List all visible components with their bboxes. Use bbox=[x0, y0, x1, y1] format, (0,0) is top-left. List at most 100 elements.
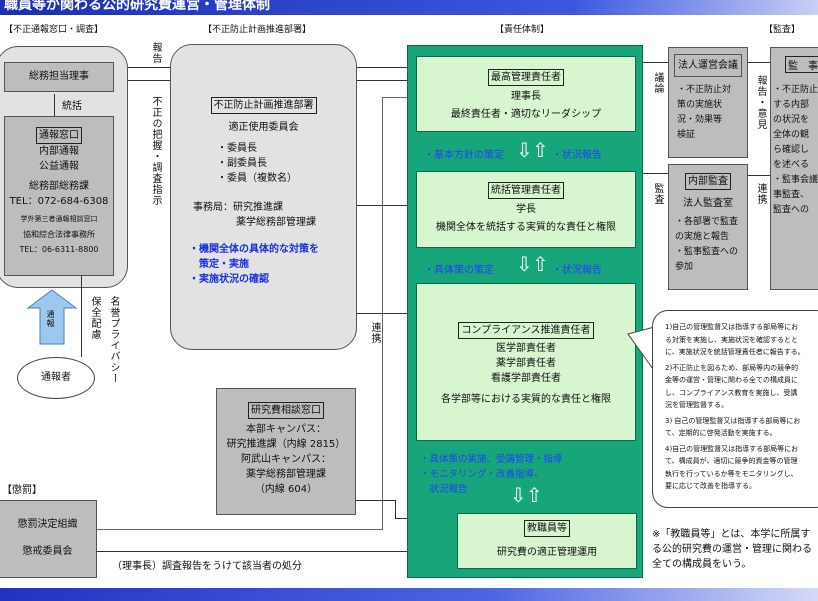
section-penalty: 【懲罰】 bbox=[2, 485, 42, 496]
general-affairs-director: 総務担当理事 bbox=[4, 62, 114, 92]
flow-label: ・具体策の実施、受講管理・指導 bbox=[420, 454, 563, 465]
callout-line: 金等の運営・管理に関わる全ての構成員に bbox=[665, 376, 798, 384]
label-audit: 監査 bbox=[652, 183, 663, 205]
section-responsibility: 【責任体制】 bbox=[495, 25, 550, 35]
action: 策定・実施 bbox=[189, 259, 249, 270]
internal-audit-title: 内部監査 bbox=[685, 173, 731, 190]
consult-title: 研究費相談窓口 bbox=[248, 402, 324, 419]
auditor-box: 監 事 ・不正防止 する内部 の状況を 全体の観 ら確認し を述べる ・監事会議… bbox=[770, 47, 818, 290]
penalty-box: 懲罰決定組織 懲戒委員会 bbox=[0, 500, 97, 578]
council-desc: ・不正防止対 bbox=[677, 85, 732, 95]
label-privacy2: 名誉プライバシー bbox=[108, 296, 119, 384]
label-supervise: 統括 bbox=[62, 101, 82, 112]
auditor-desc: の状況を bbox=[773, 115, 810, 125]
section-prevention: 【不正防止計画推進部署】 bbox=[203, 25, 312, 35]
connector bbox=[643, 173, 668, 174]
council-desc: 検証 bbox=[677, 130, 696, 140]
compliance-title: コンプライアンス推進責任者 bbox=[458, 322, 594, 339]
general-manager-title: 統括管理責任者 bbox=[488, 182, 564, 199]
council-box: 法人運営会議 ・不正防止対 策の実施状 況・効果等 検証 bbox=[668, 47, 748, 158]
compliance-manager-box: コンプライアンス推進責任者 医学部責任者 薬学部責任者 看護学部責任者 各学部等… bbox=[416, 283, 636, 441]
up-arrow-icon: ⇧ bbox=[532, 138, 549, 162]
callout-box: 1)自己の管理監督又は指導する部局等にお る対策を実施し、実施状況を確認するとと… bbox=[652, 310, 818, 508]
internal-audit-desc: の実施と報告 bbox=[675, 232, 730, 242]
compliance-name: 医学部責任者 bbox=[496, 343, 556, 354]
section-audit: 【監査】 bbox=[764, 25, 801, 35]
council-desc: 況・効果等 bbox=[677, 115, 723, 125]
third-party: 学外第三者通報相談窓口 bbox=[20, 215, 98, 223]
member: ・委員長 bbox=[217, 143, 257, 154]
label-discuss: 議論 bbox=[652, 72, 663, 94]
callout-line: 4)自己の管理監督又は指導する部局等にお bbox=[665, 444, 799, 453]
connector bbox=[357, 313, 407, 314]
dept: 総務部総務課 bbox=[29, 181, 89, 192]
office: 事務局：研究推進課 bbox=[193, 202, 283, 213]
action: ・実施状況の確認 bbox=[189, 274, 269, 285]
callout-line: る対策を実施し、実施状況を確認するとと bbox=[665, 335, 798, 344]
footnote: ※「教職員等」とは、本学に所属す る公的研究費の運営・管理に関わる 全ての構成員… bbox=[652, 527, 812, 572]
callout-line: 1)自己の管理監督又は指導する部局等にお bbox=[665, 323, 799, 331]
up-arrow-icon: ⇧ bbox=[532, 252, 549, 276]
down-arrow-icon: ⇩ bbox=[516, 138, 533, 162]
connector bbox=[748, 175, 770, 176]
top-manager-box: 最高管理責任者 理事長 最終責任者・適切なリーダシップ bbox=[416, 56, 636, 132]
penalty-org: 懲罰決定組織 bbox=[17, 519, 78, 530]
internal-report: 内部通報 bbox=[39, 146, 79, 157]
auditor-desc: する内部 bbox=[773, 100, 810, 110]
internal-audit-desc: ・各部署で監査 bbox=[675, 217, 739, 227]
flow3-labels: ・具体策の実施、受講管理・指導 ・モニタリング・改善指導、 状況報告 bbox=[420, 452, 563, 497]
flow-label: 状況報告 bbox=[420, 484, 468, 495]
compliance-name: 薬学部責任者 bbox=[496, 358, 556, 369]
connector bbox=[382, 97, 407, 98]
label-privacy: 保全配慮 bbox=[89, 296, 100, 340]
footnote-line: ※「教職員等」とは、本学に所属す bbox=[652, 529, 811, 540]
up-arrow-icon: ⇧ bbox=[526, 483, 543, 507]
tel: TEL：072-684-6308 bbox=[9, 196, 109, 207]
general-manager-name: 学長 bbox=[516, 204, 536, 215]
report-window-title: 通報窓口 bbox=[36, 127, 82, 144]
flow-up-label: ・状況報告 bbox=[552, 150, 602, 161]
penalty-committee: 懲戒委員会 bbox=[22, 546, 73, 557]
internal-audit-desc: ・監事監査への bbox=[675, 247, 739, 257]
council-title: 法人運営会議 bbox=[674, 54, 742, 77]
office2: 薬学総務部管理課 bbox=[236, 217, 316, 228]
callout-line: て、構成員が、適切に競争的資金等の管理 bbox=[665, 457, 798, 465]
auditor-desc: を述べる bbox=[773, 160, 810, 170]
internal-audit-desc: 参加 bbox=[675, 262, 694, 272]
internal-audit-box: 内部監査 法人監査室 ・各部署で監査 の実施と報告 ・監事監査への 参加 bbox=[668, 164, 748, 290]
callout-line: 2)不正防止を図るため、部局等内の競争的 bbox=[665, 363, 799, 372]
tel2: TEL：06-6311-8800 bbox=[19, 245, 99, 254]
connector bbox=[81, 275, 82, 357]
general-manager-box: 統括管理責任者 学長 機関全体を統括する実質的な責任と権限 bbox=[416, 171, 636, 248]
prevention-dept-title: 不正防止計画推進部署 bbox=[210, 97, 317, 114]
auditor-title: 監 事 bbox=[785, 56, 818, 73]
consult-line: 研究推進課（内線 2815） bbox=[226, 439, 346, 450]
public-report: 公益通報 bbox=[39, 161, 79, 172]
staff-title: 教職員等 bbox=[524, 520, 570, 537]
connector bbox=[97, 529, 383, 530]
page-title: 職員等が関わる公的研究費運営・管理体制 bbox=[0, 0, 818, 15]
callout-line: し、コンプライアンス教育を実施し、受講 bbox=[665, 388, 798, 397]
top-manager-title: 最高管理責任者 bbox=[488, 69, 564, 86]
consult-window-box: 研究費相談窓口 本部キャンパス： 研究推進課（内線 2815） 阿武山キャンパス… bbox=[216, 388, 356, 515]
callout-line: て、定期的に啓発活動を実施する。 bbox=[665, 429, 777, 437]
compliance-desc: 各学部等における実質的な責任と権限 bbox=[441, 394, 611, 405]
consult-line: （内線 604） bbox=[254, 484, 318, 495]
top-manager-desc: 最終責任者・適切なリーダシップ bbox=[450, 109, 602, 120]
auditor-desc: ・監事会議 bbox=[773, 175, 818, 185]
consult-line: 阿武山キャンパス： bbox=[241, 454, 331, 465]
callout-line: 執行を行っているか等をモニタリングし、 bbox=[665, 469, 798, 478]
report-window-box: 通報窓口 内部通報 公益通報 総務部総務課 TEL：072-684-6308 学… bbox=[4, 116, 114, 276]
section-report: 【不正通報窓口・調査】 bbox=[4, 25, 104, 35]
down-arrow-icon: ⇩ bbox=[516, 252, 533, 276]
connector bbox=[97, 551, 407, 552]
prevention-dept-box: 不正防止計画推進部署 適正使用委員会 ・委員長 ・副委員長 ・委員（複数名） 事… bbox=[170, 44, 357, 350]
auditor-desc: 監査への bbox=[773, 205, 810, 215]
bottom-band bbox=[0, 588, 818, 601]
connector bbox=[748, 62, 770, 63]
auditor-desc: 事監査、 bbox=[773, 190, 810, 200]
callout-line: 況を管理監督する。 bbox=[665, 401, 728, 409]
action: ・機関全体の具体的な対策を bbox=[189, 244, 319, 255]
auditor-desc: ・不正防止 bbox=[773, 85, 818, 95]
connector bbox=[643, 62, 668, 63]
